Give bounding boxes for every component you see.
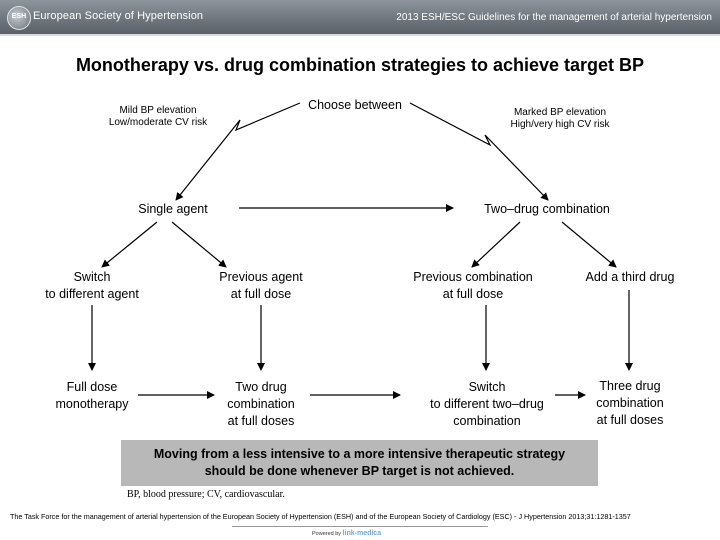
node-line: Three drug xyxy=(599,379,661,393)
right-condition-line: High/very high CV risk xyxy=(510,119,610,130)
node-line: Previous agent xyxy=(219,270,303,284)
arrow-choose-right xyxy=(409,102,549,201)
banner-line: should be done whenever BP target is not… xyxy=(204,464,515,478)
add-third-node: Add a third drug xyxy=(585,270,675,284)
slide-title: Monotherapy vs. drug combination strateg… xyxy=(75,55,645,75)
node-line: to different agent xyxy=(45,287,139,301)
logo-name: European Society of Hypertension xyxy=(33,10,204,22)
node-line: Previous combination xyxy=(413,270,533,284)
node-line: combination xyxy=(596,396,664,410)
node-line: to different two–drug xyxy=(430,397,544,411)
esh-logo-icon: ESH xyxy=(7,6,31,30)
powered-by-label: Powered by xyxy=(312,531,342,537)
left-condition-line: Low/moderate CV risk xyxy=(108,117,208,128)
node-line: Switch xyxy=(468,380,506,394)
switch-two-drug-node: Switch to different two–drug combination xyxy=(414,379,560,430)
powered-by: Powered by link-medica xyxy=(312,530,381,537)
right-condition: Marked BP elevation High/very high CV ri… xyxy=(493,107,627,131)
abbreviations-note: BP, blood pressure; CV, cardiovascular. xyxy=(127,489,285,500)
choose-between-label: Choose between xyxy=(308,98,402,112)
strategy-banner: Moving from a less intensive to a more i… xyxy=(121,440,598,486)
node-line: monotherapy xyxy=(55,397,129,411)
node-line: combination xyxy=(227,397,295,411)
node-line: Two drug xyxy=(235,380,287,394)
banner-text: Moving from a less intensive to a more i… xyxy=(121,446,598,480)
previous-agent-node: Previous agent at full dose xyxy=(206,269,316,303)
citation-footer: The Task Force for the management of art… xyxy=(10,512,631,521)
banner-line: Moving from a less intensive to a more i… xyxy=(153,447,566,461)
right-condition-line: Marked BP elevation xyxy=(513,107,607,118)
node-line: at full doses xyxy=(596,413,664,427)
logo-badge: ESH xyxy=(11,13,27,20)
two-drug-node: Two–drug combination xyxy=(484,202,610,216)
node-line: at full dose xyxy=(230,287,292,301)
arrow-choose-left xyxy=(175,102,301,201)
powered-by-brand: link-medica xyxy=(342,530,382,537)
full-dose-mono-node: Full dose monotherapy xyxy=(44,379,140,413)
arrow-two-to-previous xyxy=(471,221,521,268)
arrow-single-to-previous xyxy=(171,221,227,268)
three-drug-node: Three drug combination at full doses xyxy=(582,378,678,429)
two-drug-full-node: Two drug combination at full doses xyxy=(216,379,306,430)
footer-divider xyxy=(232,526,488,527)
node-line: at full dose xyxy=(442,287,504,301)
single-agent-node: Single agent xyxy=(138,202,208,216)
left-condition: Mild BP elevation Low/moderate CV risk xyxy=(92,105,224,129)
previous-combination-node: Previous combination at full dose xyxy=(402,269,544,303)
header-title: 2013 ESH/ESC Guidelines for the manageme… xyxy=(396,12,712,23)
arrow-two-to-third xyxy=(561,221,617,268)
arrow-single-to-switch xyxy=(101,221,158,268)
node-line: Full dose xyxy=(66,380,118,394)
node-line: combination xyxy=(453,414,521,428)
node-line: Switch xyxy=(73,270,111,284)
header-bar: ESH European Society of Hypertension 201… xyxy=(0,0,720,34)
switch-agent-node: Switch to different agent xyxy=(32,269,152,303)
header-divider xyxy=(0,34,720,36)
node-line: at full doses xyxy=(227,414,295,428)
left-condition-line: Mild BP elevation xyxy=(119,105,197,116)
